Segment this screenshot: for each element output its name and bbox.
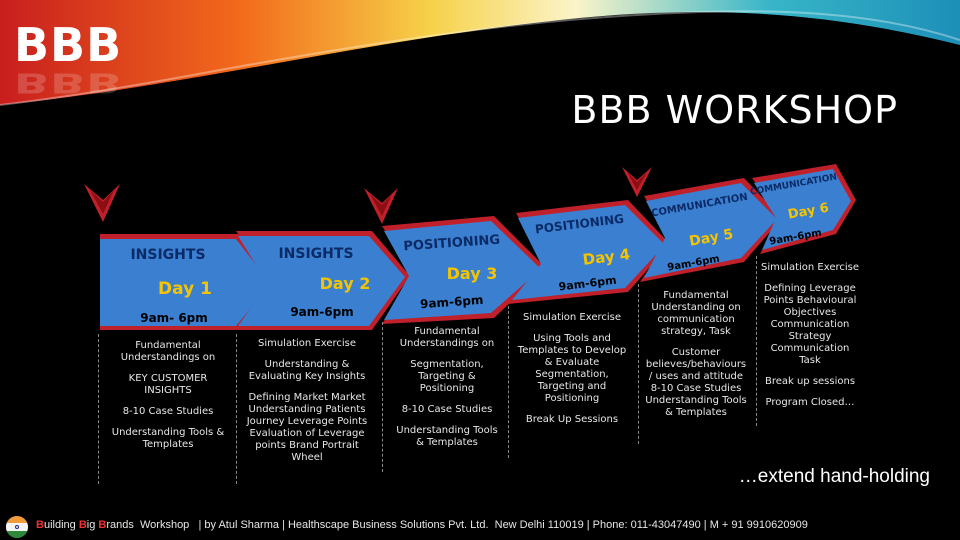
day-6-label: Day 6 <box>787 201 830 223</box>
page-title: BBB WORKSHOP <box>571 88 898 132</box>
day-5-label: Day 5 <box>688 226 734 249</box>
detail-item: Fundamental Understanding on communicati… <box>651 290 741 337</box>
day-3-header: POSITIONING <box>403 233 501 255</box>
detail-item: Defining Market Market Understanding Pat… <box>246 392 368 463</box>
day-5-arrow: COMMUNICATION Day 5 9am-6pm <box>640 178 782 282</box>
footer: Building Big Brands Workshop | by Atul S… <box>0 514 960 540</box>
tagline: …extend hand-holding <box>738 466 930 487</box>
detail-item: Understanding Tools & Templates <box>111 427 225 450</box>
detail-item: Simulation Exercise <box>760 262 860 273</box>
detail-item: Defining Leverage Points Behavioural Obj… <box>763 283 857 366</box>
column-divider <box>638 284 639 444</box>
detail-item: Customer believes/behaviours / uses and … <box>645 347 747 418</box>
day-4-arrow: POSITIONING Day 4 9am-6pm <box>508 200 670 304</box>
day-2-arrow: INSIGHTS Day 2 9am-6pm <box>236 231 410 330</box>
detail-item: Simulation Exercise <box>257 338 357 349</box>
day-4-details: Simulation Exercise Using Tools and Temp… <box>516 312 628 435</box>
day-6-details: Simulation Exercise Defining Leverage Po… <box>760 262 860 418</box>
detail-item: Break Up Sessions <box>525 414 619 425</box>
day-1-time: 9am- 6pm <box>140 311 208 325</box>
column-divider <box>236 334 237 484</box>
day-6-arrow: COMMUNICATION Day 6 9am-6pm <box>749 164 856 254</box>
decorative-swoosh <box>0 0 960 106</box>
detail-item: Using Tools and Templates to Develop & E… <box>517 333 627 404</box>
day-1-arrow: INSIGHTS Day 1 9am- 6pm <box>100 234 276 330</box>
detail-item: 8-10 Case Studies <box>122 406 214 417</box>
day-3-label: Day 3 <box>447 264 498 283</box>
detail-item: Understanding & Evaluating Key Insights <box>248 359 366 382</box>
footer-word-rest: rands <box>106 519 134 531</box>
day-1-label: Day 1 <box>158 279 212 299</box>
footer-text: Building Big Brands Workshop | by Atul S… <box>36 519 808 531</box>
column-divider <box>382 322 383 472</box>
footer-word-rest: ig <box>86 519 99 531</box>
checkmark-icon <box>364 188 398 224</box>
footer-initial-b: B <box>36 519 44 531</box>
day-1-details: Fundamental Understandings on KEY CUSTOM… <box>108 340 228 460</box>
day-5-details: Fundamental Understanding on communicati… <box>644 290 748 428</box>
detail-item: Simulation Exercise <box>522 312 622 323</box>
detail-item: KEY CUSTOMER INSIGHTS <box>128 373 208 396</box>
brand-logo: BBB <box>14 18 123 72</box>
day-4-label: Day 4 <box>582 245 631 269</box>
footer-word-rest: uilding <box>43 519 79 531</box>
footer-contact: Workshop | by Atul Sharma | Healthscape … <box>133 519 808 531</box>
day-1-header: INSIGHTS <box>130 247 205 263</box>
day-3-details: Fundamental Understandings on Segmentati… <box>392 326 502 458</box>
checkmark-icon <box>622 167 652 197</box>
column-divider <box>98 334 99 484</box>
day-3-arrow: POSITIONING Day 3 9am-6pm <box>382 216 546 324</box>
detail-item: Understanding Tools & Templates <box>396 425 498 448</box>
day-2-label: Day 2 <box>320 274 371 293</box>
detail-item: Fundamental Understandings on <box>399 326 495 349</box>
day-2-details: Simulation Exercise Understanding & Eval… <box>244 338 370 473</box>
detail-item: Fundamental Understandings on <box>120 340 216 363</box>
detail-item: Break up sessions <box>764 376 856 387</box>
column-divider <box>756 256 757 426</box>
detail-item: Program Closed… <box>765 397 855 408</box>
footer-initial-b: B <box>98 519 107 531</box>
day-3-time: 9am-6pm <box>420 293 484 311</box>
footer-initial-b: B <box>78 519 87 531</box>
india-flag-icon <box>6 516 28 538</box>
day-2-header: INSIGHTS <box>278 246 353 262</box>
checkmark-icon <box>84 184 120 222</box>
detail-item: Segmentation, Targeting & Positioning <box>410 359 484 394</box>
day-2-time: 9am-6pm <box>290 305 353 319</box>
column-divider <box>508 306 509 458</box>
detail-item: 8-10 Case Studies <box>401 404 493 415</box>
